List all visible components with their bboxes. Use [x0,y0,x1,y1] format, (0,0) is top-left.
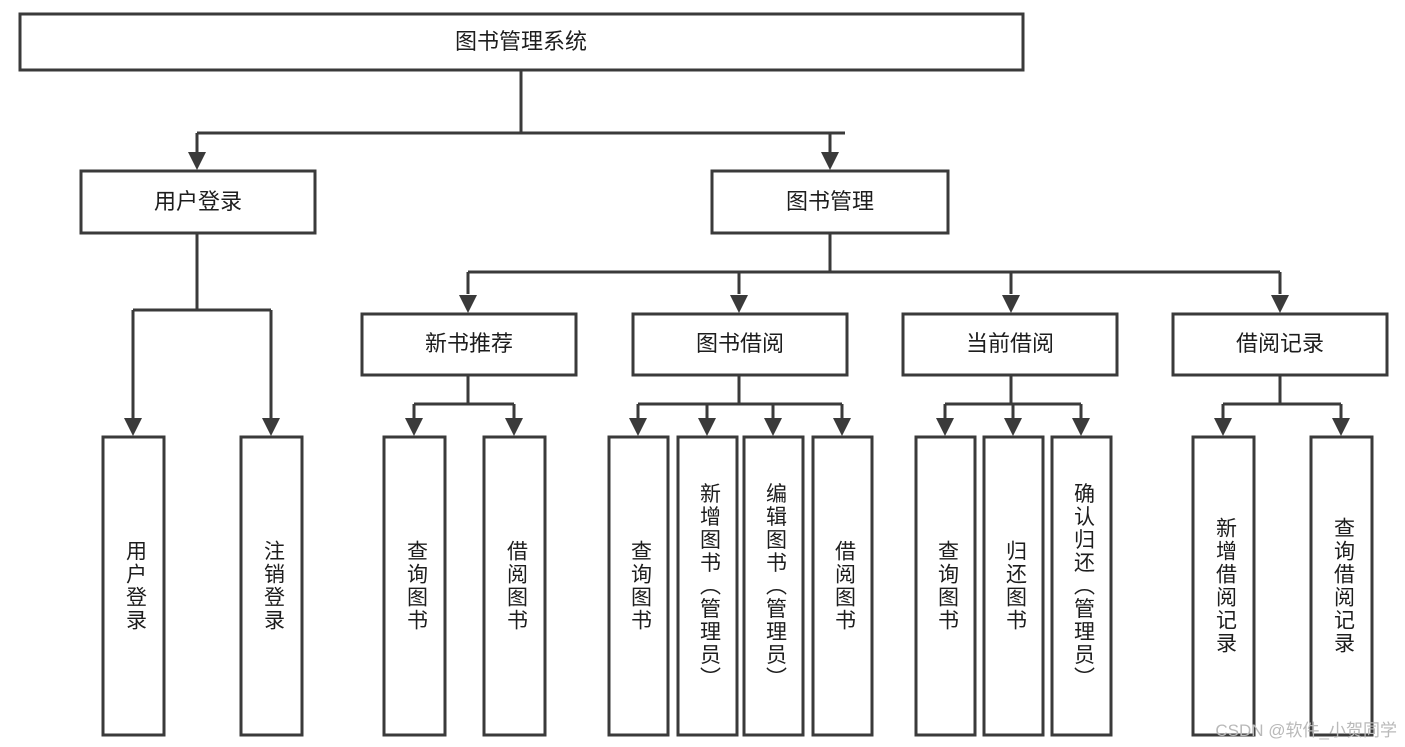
node-leaf-user-login[interactable]: 用户登录 [101,435,166,737]
node-leaf-query-book-3-label: 查询图书 [935,540,959,632]
node-leaf-confirm-return-box[interactable] [1050,435,1113,737]
node-leaf-add-record[interactable]: 新增借阅记录 [1191,435,1256,737]
node-book-borrow[interactable]: 图书借阅 [631,312,849,377]
node-book-management-label: 图书管理 [786,189,874,214]
node-leaf-return-book[interactable]: 归还图书 [982,435,1045,737]
node-leaf-query-book-2-label: 查询图书 [628,540,652,632]
arrowhead-leaf-confirm-return [1072,418,1090,436]
node-leaf-query-record-label: 查询借阅记录 [1331,517,1355,655]
arrowhead-leaf-borrow-book-2 [833,418,851,436]
node-current-borrow-label: 当前借阅 [966,331,1054,356]
node-book-management[interactable]: 图书管理 [710,169,950,235]
node-leaf-borrow-book-1-box[interactable] [482,435,547,737]
arrowhead-book-borrow [730,295,748,313]
arrowhead-user-login [188,152,206,170]
node-leaf-logout-label: 注销登录 [261,540,285,632]
node-book-borrow-box[interactable] [631,312,849,377]
node-leaf-borrow-book-2[interactable]: 借阅图书 [811,435,874,737]
node-leaf-edit-book-box[interactable] [742,435,805,737]
node-user-login-box[interactable] [79,169,317,235]
node-borrow-record-label: 借阅记录 [1236,331,1324,356]
node-leaf-borrow-book-1[interactable]: 借阅图书 [482,435,547,737]
node-leaf-add-book-box[interactable] [676,435,739,737]
node-leaf-query-book-2-box[interactable] [607,435,670,737]
node-leaf-query-book-1[interactable]: 查询图书 [382,435,447,737]
node-leaf-return-book-label: 归还图书 [1003,540,1027,632]
arrowhead-leaf-add-book [698,418,716,436]
node-leaf-query-book-3-box[interactable] [914,435,977,737]
node-root-box[interactable] [18,12,1025,72]
node-borrow-record-box[interactable] [1171,312,1389,377]
node-leaf-edit-book[interactable]: 编辑图书（管理员） [742,435,805,737]
arrowhead-leaf-query-book-3 [936,418,954,436]
node-user-login-label: 用户登录 [154,189,242,214]
arrowhead-leaf-user-login [124,418,142,436]
node-book-borrow-label: 图书借阅 [696,331,784,356]
arrowhead-leaf-logout [262,418,280,436]
node-leaf-query-record-box[interactable] [1309,435,1374,737]
node-leaf-query-book-1-label: 查询图书 [404,540,428,632]
node-leaf-return-book-box[interactable] [982,435,1045,737]
node-leaf-borrow-book-1-label: 借阅图书 [504,540,528,632]
arrowhead-leaf-query-book-1 [405,418,423,436]
node-current-borrow[interactable]: 当前借阅 [901,312,1119,377]
arrowhead-borrow-record [1271,295,1289,313]
node-leaf-logout-box[interactable] [239,435,304,737]
node-leaf-add-record-label: 新增借阅记录 [1213,517,1237,655]
node-leaf-edit-book-label: 编辑图书（管理员） [763,483,787,690]
arrowhead-leaf-return-book [1004,418,1022,436]
node-leaf-add-book-label: 新增图书（管理员） [697,483,721,690]
node-leaf-query-book-1-box[interactable] [382,435,447,737]
node-leaf-query-book-2[interactable]: 查询图书 [607,435,670,737]
node-leaf-query-book-3[interactable]: 查询图书 [914,435,977,737]
node-leaf-confirm-return-label: 确认归还（管理员） [1071,483,1095,690]
node-root[interactable]: 图书管理系统 [18,12,1025,72]
arrowhead-leaf-borrow-book-1 [505,418,523,436]
node-leaf-user-login-box[interactable] [101,435,166,737]
arrowhead-leaf-query-book-2 [629,418,647,436]
node-leaf-user-login-label: 用户登录 [123,540,147,632]
node-leaf-borrow-book-2-label: 借阅图书 [832,540,856,632]
node-new-book-recommend[interactable]: 新书推荐 [360,312,578,377]
node-leaf-confirm-return[interactable]: 确认归还（管理员） [1050,435,1113,737]
node-new-book-recommend-label: 新书推荐 [425,331,513,356]
node-current-borrow-box[interactable] [901,312,1119,377]
node-new-book-recommend-box[interactable] [360,312,578,377]
arrowhead-leaf-edit-book [764,418,782,436]
node-leaf-add-record-box[interactable] [1191,435,1256,737]
arrowhead-leaf-query-record [1332,418,1350,436]
arrowhead-book-management [821,152,839,170]
arrowhead-new-book-recommend [459,295,477,313]
arrowhead-leaf-add-record [1214,418,1232,436]
node-user-login[interactable]: 用户登录 [79,169,317,235]
node-leaf-add-book[interactable]: 新增图书（管理员） [676,435,739,737]
connector-layer [124,70,1350,436]
node-leaf-logout[interactable]: 注销登录 [239,435,304,737]
node-root-label: 图书管理系统 [455,29,587,54]
node-book-management-box[interactable] [710,169,950,235]
arrowhead-current-borrow [1002,295,1020,313]
node-leaf-borrow-book-2-box[interactable] [811,435,874,737]
node-borrow-record[interactable]: 借阅记录 [1171,312,1389,377]
node-leaf-query-record[interactable]: 查询借阅记录 [1309,435,1374,737]
